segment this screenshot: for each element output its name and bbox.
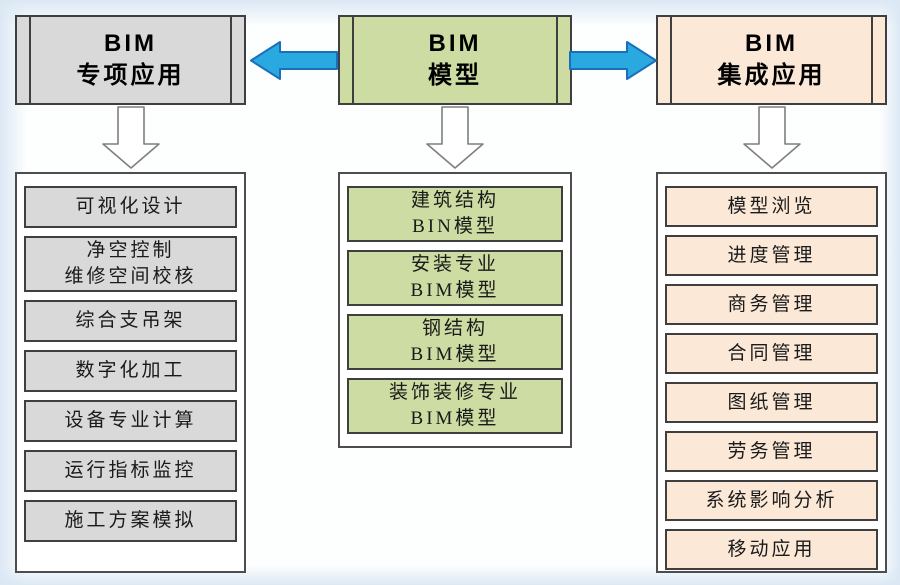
down-arrow-icon [101,106,160,169]
list-item: 进度管理 [665,235,878,276]
list-item: 系统影响分析 [665,480,878,521]
list-item: 装饰装修专业 BIM模型 [347,378,563,434]
list-item: 移动应用 [665,529,878,570]
header-line1: BIM [104,29,157,57]
list-item: 安装专业 BIM模型 [347,250,563,306]
header-integrated-applications: BIM 集成应用 [656,15,887,105]
list-item: 净空控制 维修空间校核 [24,236,237,292]
header-divider [230,17,232,103]
column-special-applications: BIM 专项应用 可视化设计 净空控制 维修空间校核 综合支吊架 数字化加工 设… [15,15,246,573]
header-divider [871,17,873,103]
column-bim-model: BIM 模型 建筑结构 BIN模型 安装专业 BIM模型 钢结构 BIM模型 装… [338,15,572,448]
header-line2: 模型 [428,62,482,89]
list-item: 商务管理 [665,284,878,325]
down-arrow-icon [742,106,801,169]
header-title: BIM 集成应用 [718,28,826,93]
header-divider [29,17,31,103]
bim-model-list: 建筑结构 BIN模型 安装专业 BIM模型 钢结构 BIM模型 装饰装修专业 B… [338,172,572,448]
header-line1: BIM [745,29,798,57]
arrow-left-icon [250,41,338,80]
header-divider [556,17,558,103]
header-line2: 专项应用 [76,62,185,89]
header-line1: BIM [428,29,482,57]
header-bim-model: BIM 模型 [338,15,572,105]
list-item: 施工方案模拟 [24,500,237,542]
integrated-applications-list: 模型浏览 进度管理 商务管理 合同管理 图纸管理 劳务管理 系统影响分析 移动应… [656,172,887,573]
list-item: 运行指标监控 [24,450,237,492]
list-item: 模型浏览 [665,186,878,227]
header-divider [352,17,354,103]
list-item: 可视化设计 [24,186,237,228]
list-item: 合同管理 [665,333,878,374]
list-item: 劳务管理 [665,431,878,472]
list-item: 设备专业计算 [24,400,237,442]
header-title: BIM 模型 [428,28,482,93]
down-arrow-icon [426,106,484,169]
list-item: 钢结构 BIM模型 [347,314,563,370]
list-item: 综合支吊架 [24,300,237,342]
list-item: 图纸管理 [665,382,878,423]
header-title: BIM 专项应用 [77,28,185,93]
header-special-applications: BIM 专项应用 [15,15,246,105]
special-applications-list: 可视化设计 净空控制 维修空间校核 综合支吊架 数字化加工 设备专业计算 运行指… [15,172,246,573]
header-divider [670,17,672,103]
header-line2: 集成应用 [717,62,826,89]
column-integrated-applications: BIM 集成应用 模型浏览 进度管理 商务管理 合同管理 图纸管理 劳务管理 系… [656,15,887,573]
list-item: 数字化加工 [24,350,237,392]
arrow-right-icon [569,41,657,80]
list-item: 建筑结构 BIN模型 [347,186,563,242]
